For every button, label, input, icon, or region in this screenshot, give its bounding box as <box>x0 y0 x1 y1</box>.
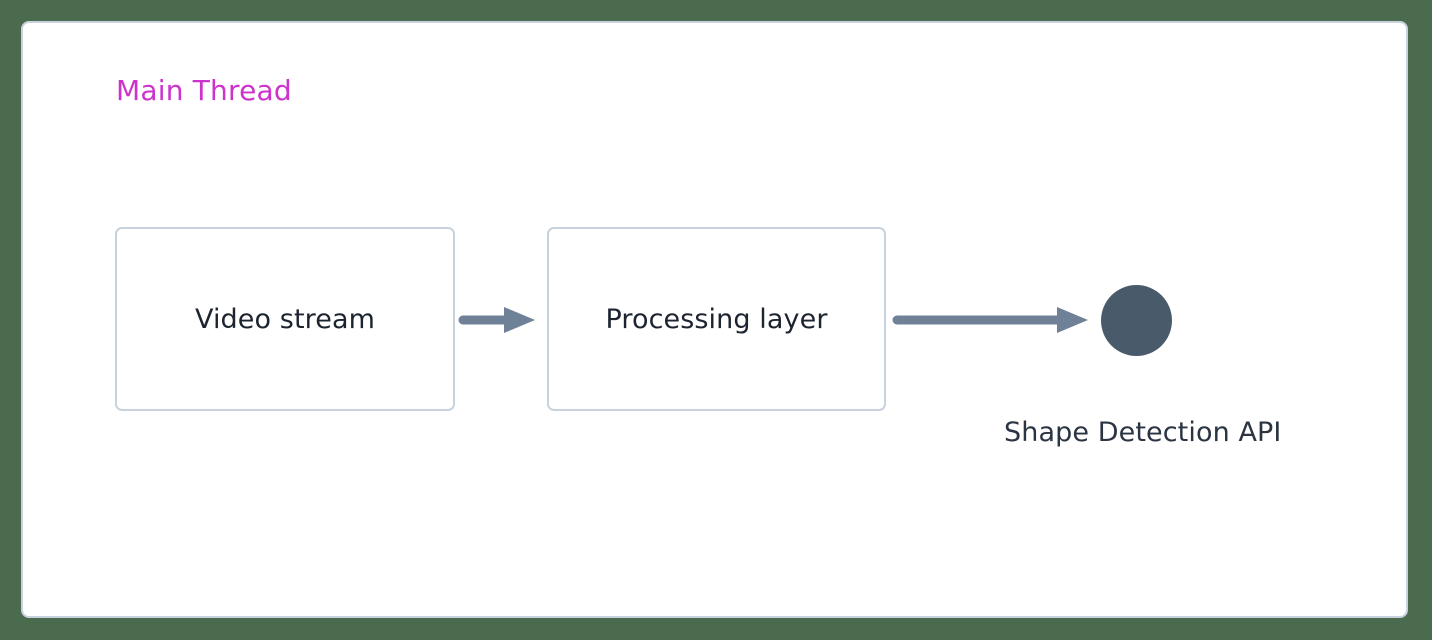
node-video-stream-label: Video stream <box>194 303 376 335</box>
node-processing-layer[interactable]: Processing layer <box>547 227 886 411</box>
node-shape-detection-api-label: Shape Detection API <box>1004 417 1282 448</box>
arrow-processing-layer-to-shape-detection-api <box>892 307 1088 333</box>
arrow-video-stream-to-processing-layer <box>458 307 535 333</box>
node-video-stream[interactable]: Video stream <box>115 227 455 411</box>
node-processing-layer-label: Processing layer <box>605 303 828 335</box>
panel-title-main-thread: Main Thread <box>116 74 292 107</box>
node-shape-detection-api[interactable] <box>1101 285 1172 356</box>
